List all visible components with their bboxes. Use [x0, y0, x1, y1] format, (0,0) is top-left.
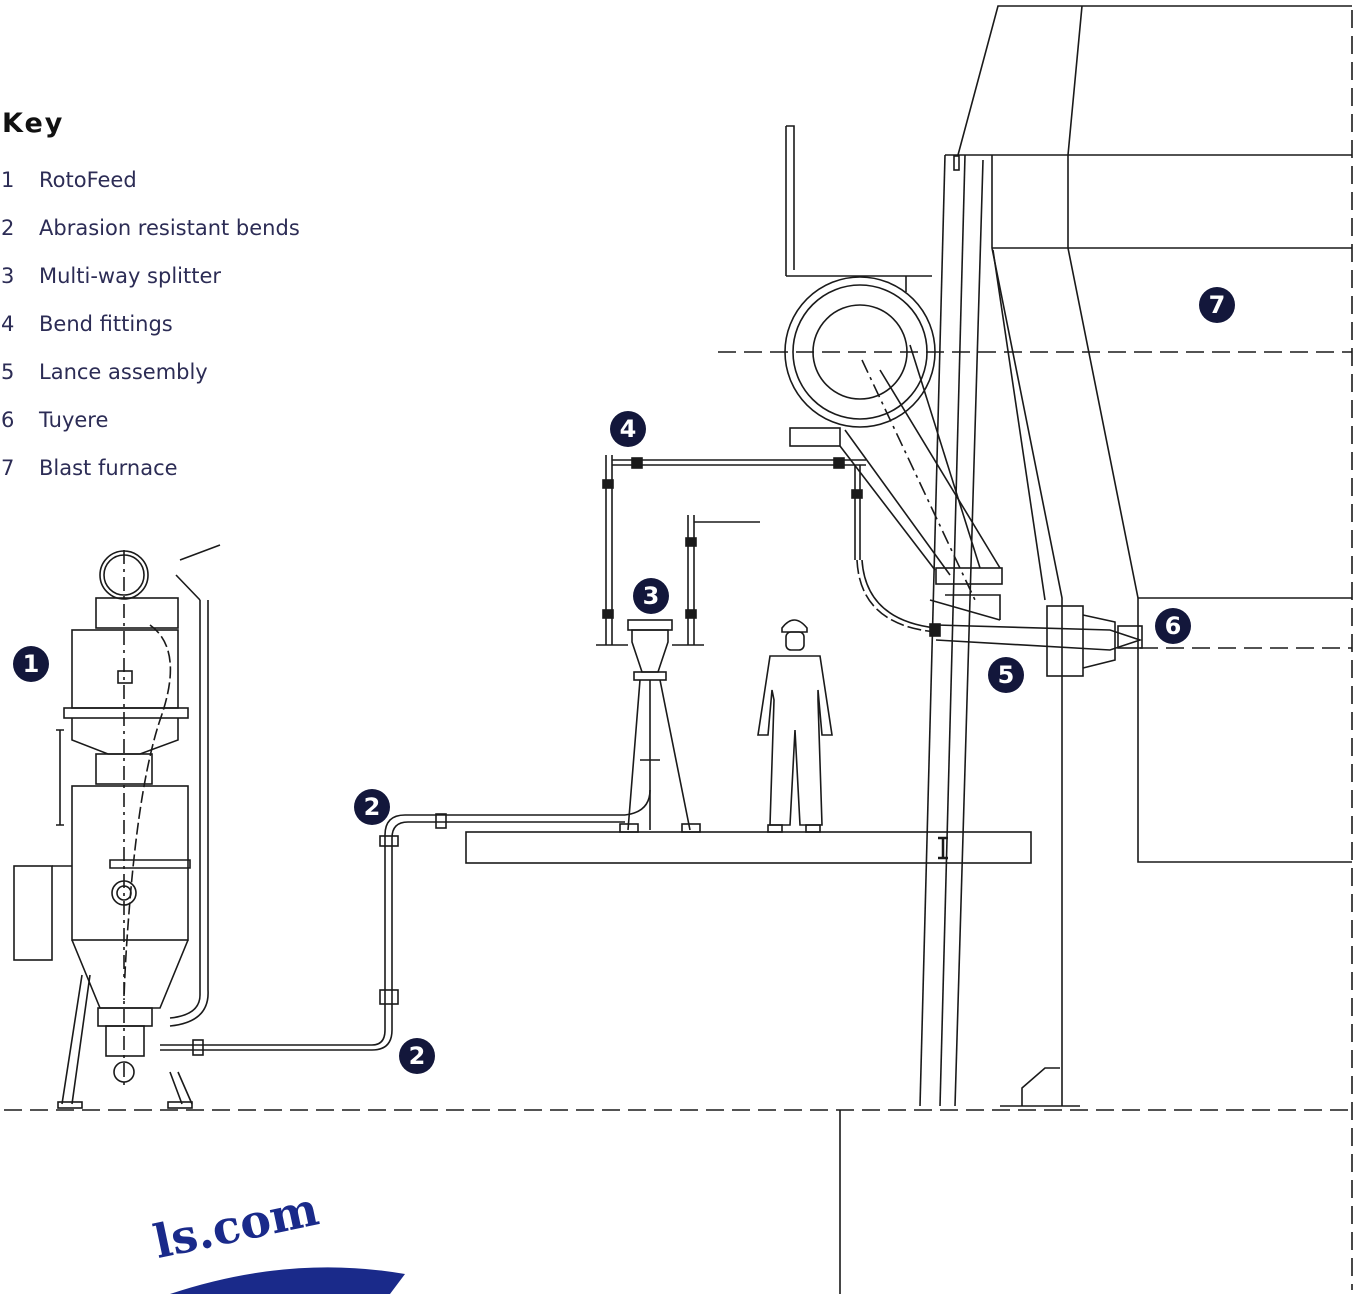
- worker-figure: [757, 619, 833, 833]
- key-item-label: Lance assembly: [39, 360, 208, 384]
- key-item-number: 1: [1, 168, 15, 192]
- key-item-label: Multi-way splitter: [39, 264, 222, 288]
- key-item-bend-fittings: 4 Bend fittings: [0, 312, 300, 360]
- key-item-number: 6: [1, 408, 15, 432]
- marker-tuyere: 6: [1155, 608, 1191, 644]
- key-title: Key: [2, 108, 65, 139]
- rotofeed-vessel: [13, 544, 221, 1109]
- marker-splitter: 3: [633, 578, 669, 614]
- key-item-label: Abrasion resistant bends: [39, 216, 300, 240]
- key-item-tuyere: 6 Tuyere: [0, 408, 300, 456]
- marker-rotofeed: 1: [13, 646, 49, 682]
- key-item-lance: 5 Lance assembly: [0, 360, 300, 408]
- key-item-bends: 2 Abrasion resistant bends: [0, 216, 300, 264]
- key-item-label: Bend fittings: [39, 312, 173, 336]
- key-item-furnace: 7 Blast furnace: [0, 456, 300, 504]
- key-item-number: 2: [1, 216, 15, 240]
- blast-furnace: [919, 5, 1352, 1107]
- bustle-main: [784, 125, 1003, 621]
- splitter-stand: [596, 455, 760, 833]
- conveying-line: [160, 789, 651, 1056]
- ground-slab: [839, 1067, 1080, 1294]
- lance-tuyere-assembly: [935, 605, 1143, 677]
- key-item-number: 7: [1, 456, 15, 480]
- watermark-swoosh: [170, 1267, 405, 1294]
- key-item-label: Blast furnace: [39, 456, 178, 480]
- marker-furnace: 7: [1199, 287, 1235, 323]
- marker-bend-lower: 2: [399, 1038, 435, 1074]
- platform: [465, 831, 1032, 864]
- key-list: 1 RotoFeed 2 Abrasion resistant bends 3 Mul…: [0, 168, 300, 504]
- key-item-splitter: 3 Multi-way splitter: [0, 264, 300, 312]
- key-item-label: RotoFeed: [39, 168, 137, 192]
- key-item-number: 4: [1, 312, 15, 336]
- key-item-number: 3: [1, 264, 15, 288]
- centerlines: [4, 10, 1353, 1290]
- key-item-label: Tuyere: [39, 408, 109, 432]
- marker-lance: 5: [988, 657, 1024, 693]
- bend-fittings-pipe: [612, 457, 941, 637]
- marker-bend-upper: 2: [354, 789, 390, 825]
- marker-bend-fittings: 4: [610, 411, 646, 447]
- key-item-rotofeed: 1 RotoFeed: [0, 168, 300, 216]
- key-item-number: 5: [1, 360, 15, 384]
